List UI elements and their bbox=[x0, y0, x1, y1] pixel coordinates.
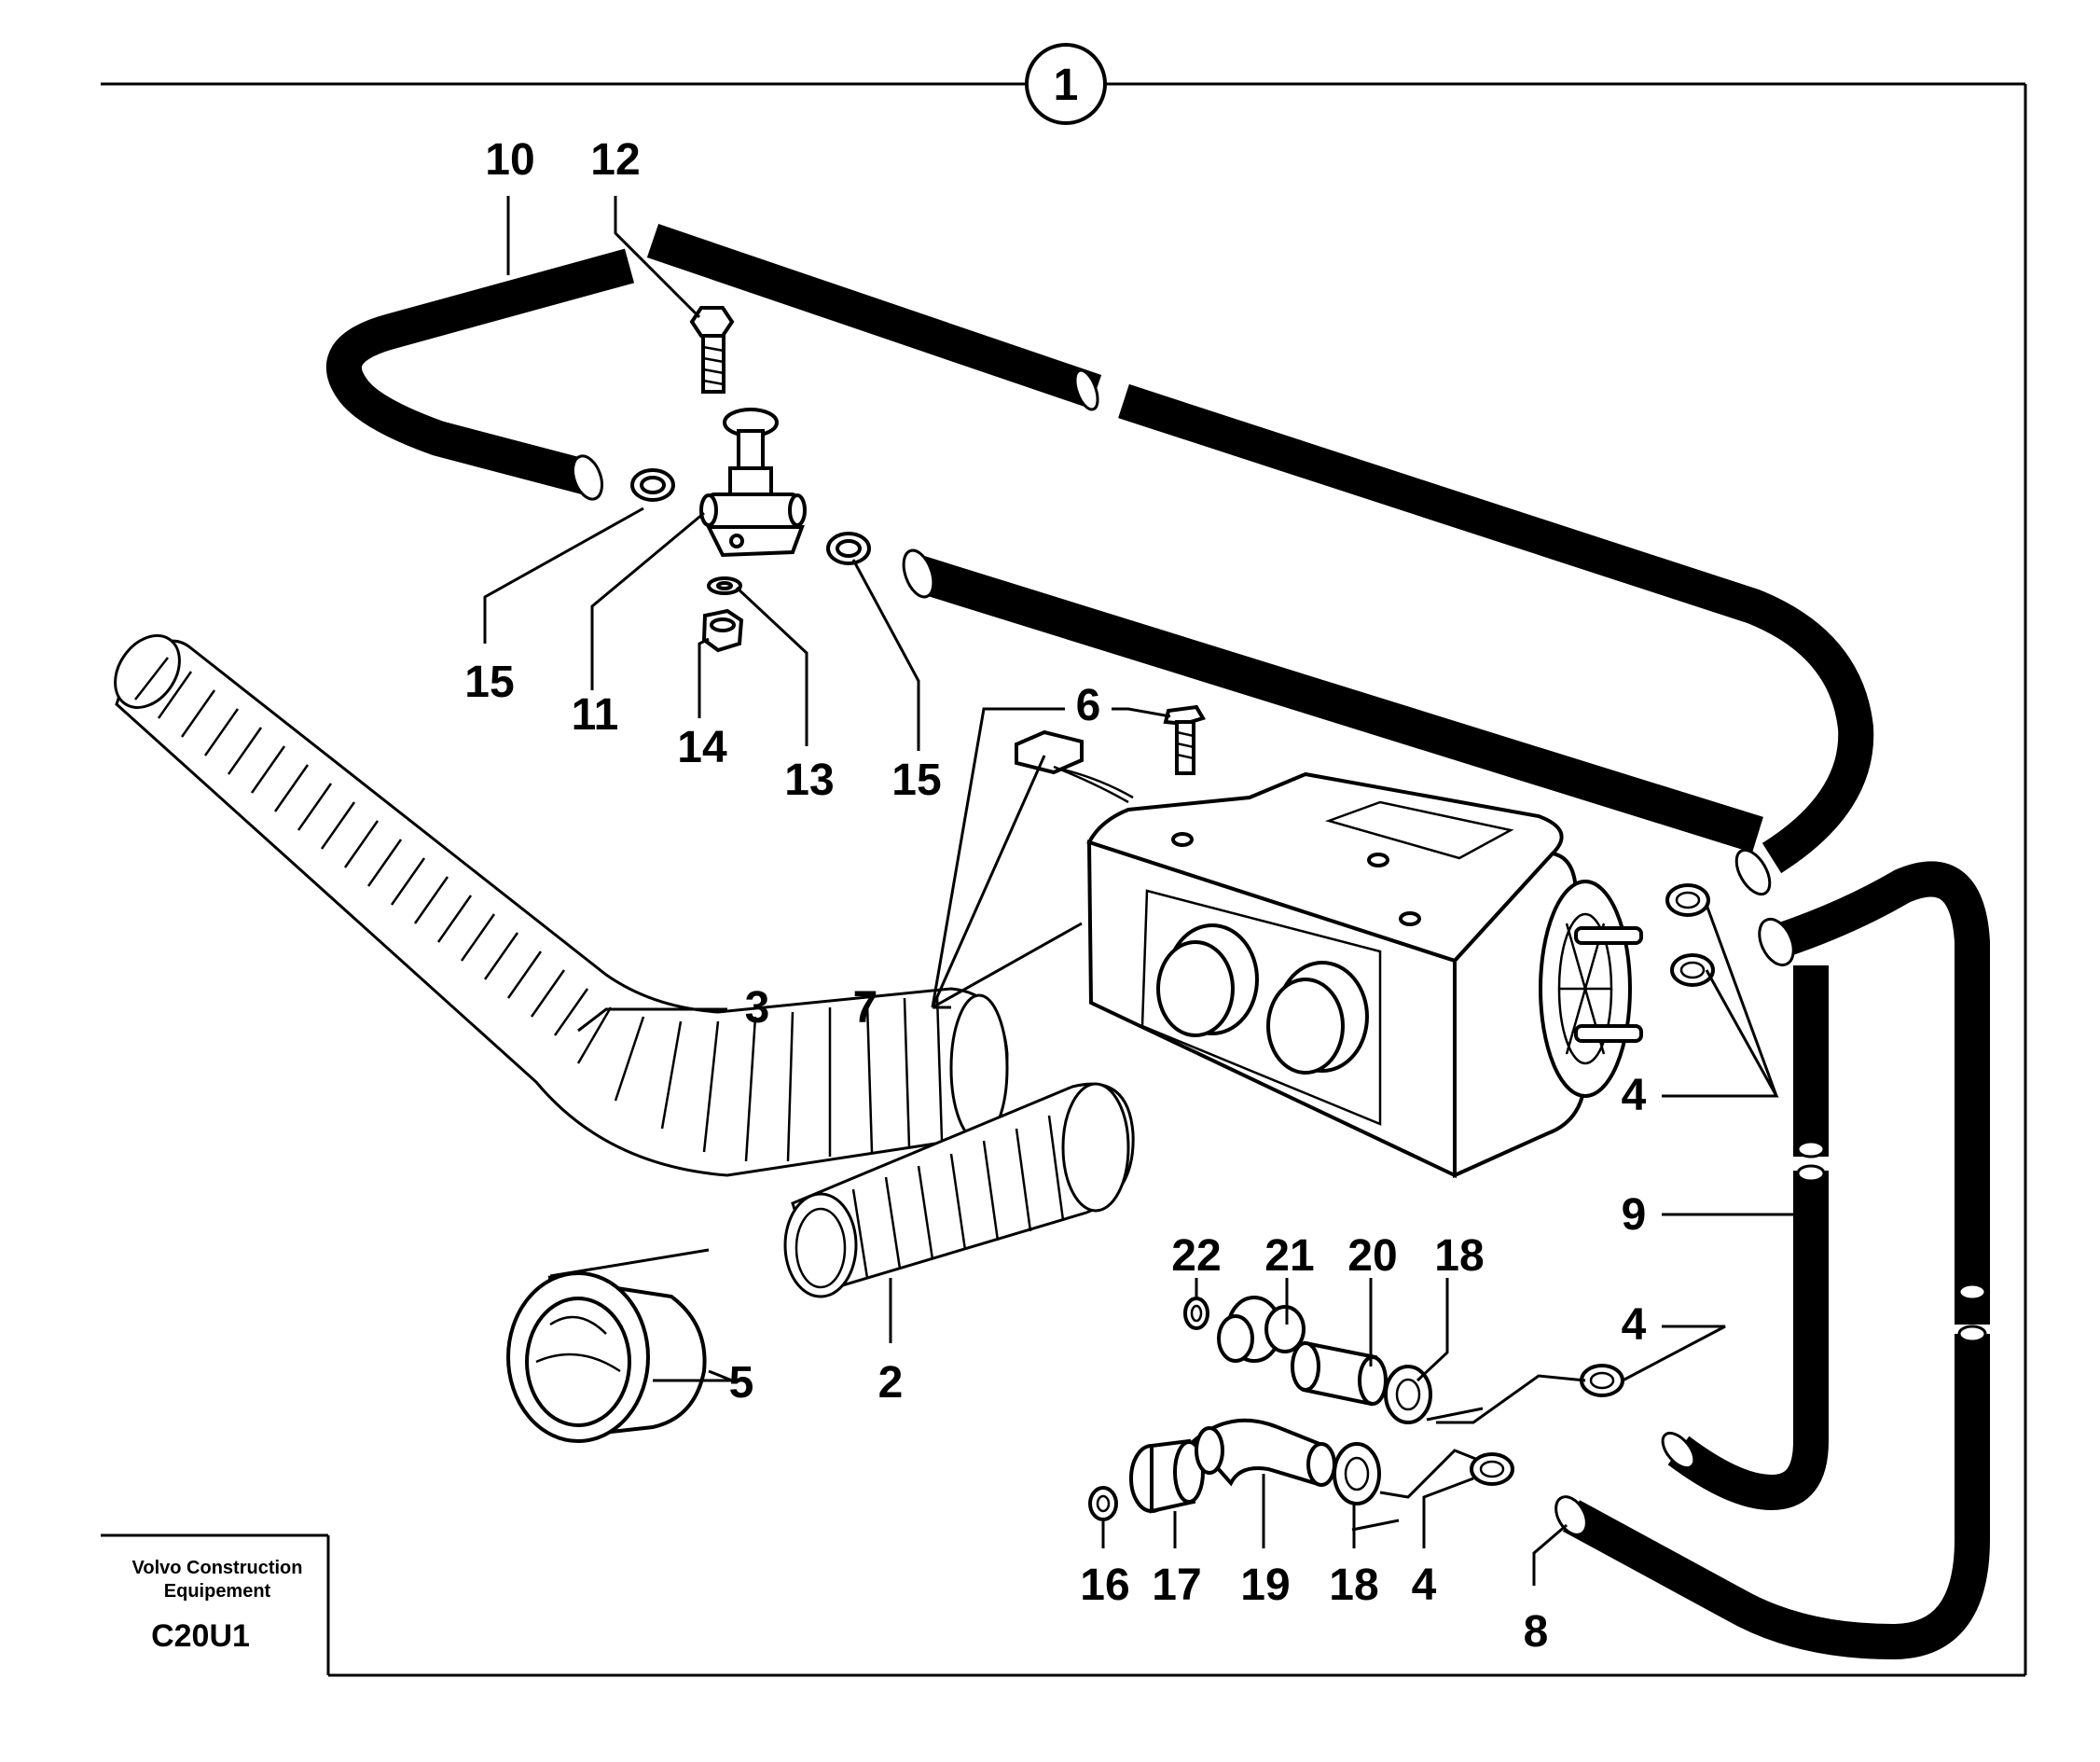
hose-upper-long bbox=[646, 224, 1874, 896]
callout-4-upper: 4 bbox=[1622, 1071, 1647, 1120]
callout-21: 21 bbox=[1264, 1231, 1314, 1281]
title-block: Volvo Construction Equipement C20U1 bbox=[132, 1558, 303, 1654]
callout-3: 3 bbox=[745, 983, 770, 1033]
callout-19: 19 bbox=[1240, 1561, 1290, 1610]
duct-2 bbox=[783, 1082, 1135, 1298]
callout-9: 9 bbox=[1622, 1190, 1647, 1240]
company-name-line1: Volvo Construction bbox=[132, 1558, 303, 1578]
callout-11: 11 bbox=[572, 690, 619, 740]
callout-15-left: 15 bbox=[464, 658, 514, 707]
callout-6: 6 bbox=[1076, 681, 1101, 730]
callout-4-lower: 4 bbox=[1412, 1561, 1437, 1610]
callout-22: 22 bbox=[1171, 1231, 1221, 1281]
callout-12: 12 bbox=[590, 135, 640, 185]
heater-unit bbox=[1015, 704, 1643, 1179]
callout-2: 2 bbox=[878, 1358, 904, 1408]
callout-7: 7 bbox=[853, 983, 878, 1033]
callout-15-right: 15 bbox=[891, 756, 941, 805]
callout-10: 10 bbox=[485, 135, 534, 185]
hose-9 bbox=[1661, 965, 1829, 1511]
callout-16: 16 bbox=[1080, 1561, 1129, 1610]
callout-13: 13 bbox=[784, 756, 834, 805]
callout-20: 20 bbox=[1347, 1231, 1397, 1281]
callout-18-upper: 18 bbox=[1434, 1231, 1484, 1281]
callouts: 10 12 15 11 14 13 15 6 7 3 4 9 4 22 21 2… bbox=[464, 135, 1646, 1657]
company-name-line2: Equipement bbox=[164, 1581, 271, 1602]
assembly-number: 1 bbox=[1054, 61, 1079, 110]
hose-right-loop bbox=[1554, 861, 1990, 1660]
hose-middle bbox=[902, 548, 1763, 853]
nozzle-5 bbox=[506, 1271, 707, 1443]
frame bbox=[101, 82, 2027, 1677]
drawing-code: C20U1 bbox=[151, 1618, 250, 1654]
assembly-number-badge: 1 bbox=[1025, 43, 1107, 125]
valve-assembly bbox=[630, 306, 871, 653]
leader-lines bbox=[483, 196, 1795, 1586]
callout-5: 5 bbox=[729, 1358, 754, 1408]
fittings bbox=[1088, 883, 1715, 1521]
callout-8: 8 bbox=[1524, 1607, 1549, 1657]
duct-3 bbox=[114, 634, 1009, 1177]
callout-18-lower: 18 bbox=[1329, 1561, 1378, 1610]
hose-10 bbox=[326, 248, 635, 501]
callout-17: 17 bbox=[1152, 1561, 1201, 1610]
callout-4-middle: 4 bbox=[1622, 1300, 1647, 1350]
callout-14: 14 bbox=[677, 723, 727, 772]
